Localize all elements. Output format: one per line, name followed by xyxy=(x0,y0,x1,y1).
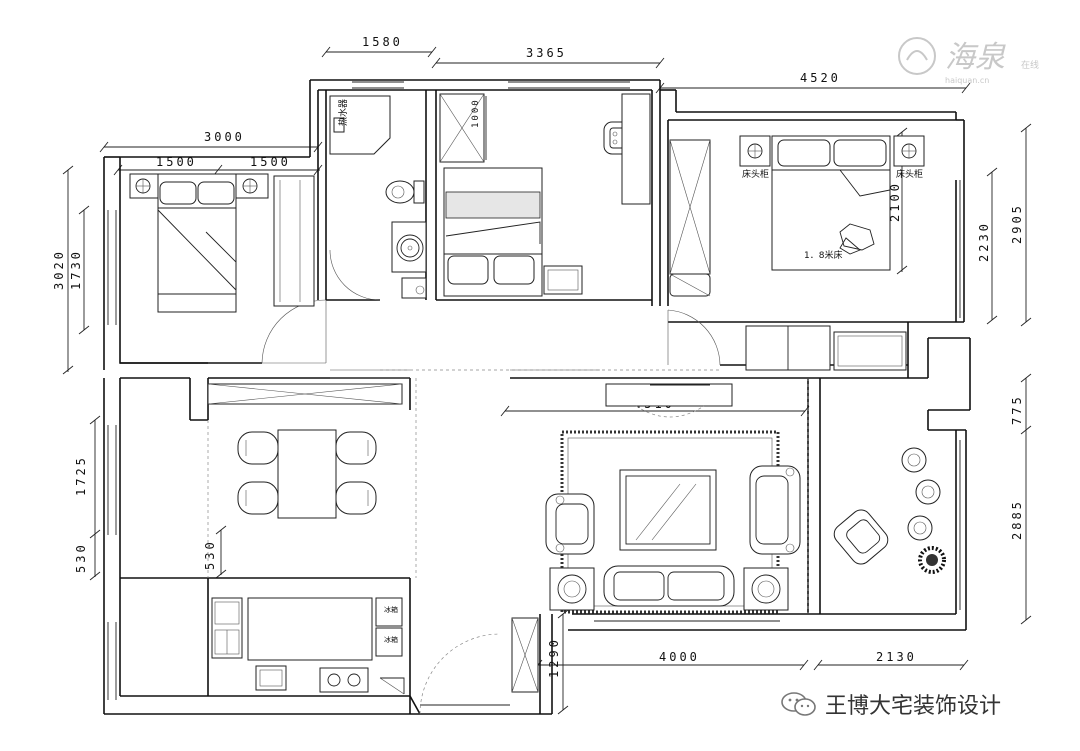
small-bedroom: 1000 xyxy=(439,93,651,297)
dim-4000: 4000 xyxy=(659,650,700,664)
water-heater-icon xyxy=(333,117,345,133)
dim-1500-a: 1500 xyxy=(156,155,197,169)
stool-2 xyxy=(915,479,941,505)
double-bed xyxy=(157,173,237,313)
armchair-right xyxy=(749,465,801,555)
microwave-icon xyxy=(255,665,287,691)
kitchen: 冰箱 冰箱 xyxy=(211,597,405,695)
desk xyxy=(543,265,583,295)
wardrobe xyxy=(273,175,315,307)
lounge-chair xyxy=(833,509,889,565)
dim-1730: 1730 xyxy=(69,249,83,290)
island-counter xyxy=(247,597,373,661)
shower-area xyxy=(329,95,391,155)
king-bed xyxy=(771,135,891,271)
living-room xyxy=(545,383,801,614)
watermark-small: 在线 xyxy=(1021,61,1040,71)
dim-3020: 3020 xyxy=(52,249,66,290)
fridge-b-box xyxy=(375,627,403,657)
brand-mark: 王博大宅装饰设计 xyxy=(781,688,1001,720)
dim-2905: 2905 xyxy=(1010,203,1024,244)
bunk-bed xyxy=(443,167,543,297)
zone-lines xyxy=(207,369,809,614)
dimension-lines xyxy=(62,46,1032,715)
wechat-icon xyxy=(781,692,816,716)
dim-2130: 2130 xyxy=(876,650,917,664)
sofa xyxy=(603,565,735,607)
dining-table xyxy=(277,429,337,519)
watermark-text: 海泉 xyxy=(945,40,1005,75)
left-bedroom xyxy=(129,173,315,313)
dim-3365: 3365 xyxy=(526,46,567,60)
watermark-logo-icon xyxy=(898,37,936,75)
stool-3 xyxy=(907,515,933,541)
dim-775: 775 xyxy=(1010,394,1024,425)
bathroom: 热水器 xyxy=(329,95,427,299)
svg-text:1000: 1000 xyxy=(471,98,481,128)
dining-area xyxy=(207,383,403,519)
dim-530-mid: 530 xyxy=(203,539,217,570)
dim-1725: 1725 xyxy=(74,455,88,496)
coffee-table xyxy=(619,469,717,551)
wardrobe-side xyxy=(621,93,651,205)
master-bedroom: 床头柜 床头柜 1．8米床 xyxy=(669,135,925,297)
dim-1290: 1290 xyxy=(547,637,561,678)
armchair-left xyxy=(545,493,595,555)
walls xyxy=(103,79,971,715)
stool-1 xyxy=(901,447,927,473)
stove-icon xyxy=(319,667,369,693)
tv-cabinet xyxy=(605,383,733,407)
label-fridge-a: 冰箱 xyxy=(384,605,398,614)
dining-chairs xyxy=(237,431,377,515)
balcony xyxy=(833,447,946,574)
dim-4520: 4520 xyxy=(800,71,841,85)
wardrobe-top: 1000 xyxy=(439,93,487,163)
dim-2100: 2100 xyxy=(888,181,902,222)
dim-530-left: 530 xyxy=(74,542,88,573)
wardrobe-master xyxy=(669,139,711,297)
label-fridge-b: 冰箱 xyxy=(384,635,398,644)
water-heater-label: 热水器 xyxy=(337,99,349,126)
dim-1580: 1580 xyxy=(362,35,403,49)
toilet-icon xyxy=(385,180,425,204)
label-nightstand-left: 床头柜 xyxy=(742,168,769,180)
watermark-url: haiquan.cn xyxy=(945,76,990,85)
dim-2885: 2885 xyxy=(1010,499,1024,540)
side-tables xyxy=(549,567,789,611)
floor-drain xyxy=(401,277,427,299)
windows xyxy=(107,81,961,706)
sink-icon xyxy=(391,221,427,273)
dim-2230: 2230 xyxy=(977,221,991,262)
watermark: 海泉 在线 haiquan.cn xyxy=(893,30,1053,90)
sideboard xyxy=(207,383,403,405)
dim-1500-b: 1500 xyxy=(250,155,291,169)
label-nightstand-right: 床头柜 xyxy=(896,168,923,180)
doors xyxy=(261,249,721,715)
label-bed-size: 1．8米床 xyxy=(804,249,842,261)
plant-icon xyxy=(918,546,946,574)
dim-3000: 3000 xyxy=(204,130,245,144)
corridor-storage xyxy=(511,617,539,693)
fridge-a-box xyxy=(375,597,403,627)
entry-cabinets xyxy=(745,325,907,371)
brand-text: 王博大宅装饰设计 xyxy=(825,694,1002,719)
